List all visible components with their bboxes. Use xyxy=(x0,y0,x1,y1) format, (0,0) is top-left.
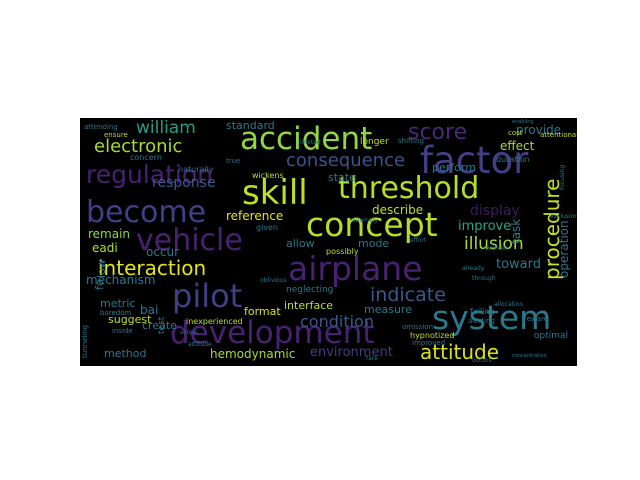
word-vehicle: vehicle xyxy=(136,223,243,258)
word-hypnotized: hypnotized xyxy=(410,331,455,340)
word-attitude: attitude xyxy=(420,340,500,364)
word-describe: describe xyxy=(372,203,424,217)
word-hemodynamic: hemodynamic xyxy=(210,347,296,361)
word-threshold: threshold xyxy=(338,171,480,206)
word-fo: fo xyxy=(93,279,106,290)
word-concern: concern xyxy=(130,153,162,162)
word-measure: measure xyxy=(364,303,412,316)
word-failing: failing xyxy=(470,307,495,316)
word-metric: metric xyxy=(100,297,136,310)
word-system: system xyxy=(432,298,552,337)
word-scope: scope xyxy=(180,329,198,336)
word-perform: perform xyxy=(432,161,476,174)
word-oblivious: oblivious xyxy=(260,277,287,284)
word-interface: interface xyxy=(284,299,334,312)
word-focusing: focusing xyxy=(559,164,566,190)
word-pilot: pilot xyxy=(172,277,243,315)
word-response: response xyxy=(152,175,216,191)
word-accident: accident xyxy=(240,121,373,157)
word-provide: provide xyxy=(516,123,562,137)
word-longer: longer xyxy=(360,137,389,147)
word-interaction: interaction xyxy=(98,256,207,280)
word-given: given xyxy=(256,223,279,232)
word-ensure: ensure xyxy=(104,131,128,139)
word-become: become xyxy=(86,195,207,230)
word-indicate: indicate xyxy=(370,284,446,306)
word-effect: effect xyxy=(500,139,535,153)
word-condition: condition xyxy=(300,312,374,331)
word-limited: limited xyxy=(300,139,321,146)
word-score: score xyxy=(408,120,468,145)
word-duration: duration xyxy=(496,155,530,164)
word-concentration: concentration xyxy=(512,353,547,359)
word-bai: bai xyxy=(140,303,159,317)
word-effort: effort xyxy=(410,237,427,244)
word-optimal: optimal xyxy=(534,331,569,341)
word-development: development xyxy=(170,315,375,351)
word-display: display xyxy=(470,203,520,219)
word-format: format xyxy=(244,305,281,318)
word-concept: concept xyxy=(306,205,438,244)
word-cost: cost xyxy=(508,129,523,137)
word-reference: reference xyxy=(226,209,284,223)
word-factor: factor xyxy=(420,139,529,182)
word-cloud: system development threshold skill conce… xyxy=(80,118,577,366)
word-environment: environment xyxy=(310,345,393,360)
word-inexperienced: inexperienced xyxy=(186,317,243,326)
word-eadi: eadi xyxy=(92,241,118,255)
word-alerting: alerting xyxy=(468,317,495,325)
word-possibly: possibly xyxy=(326,247,359,256)
word-improved: improved xyxy=(412,339,446,347)
word-enabling: enabling xyxy=(512,119,534,125)
word-inside: inside xyxy=(112,327,133,335)
word-occur: occur xyxy=(146,245,180,259)
word-skill: skill xyxy=(242,173,308,213)
word-shifting: shifting xyxy=(398,137,424,145)
word-omission: omission xyxy=(402,323,434,331)
word-low: low xyxy=(95,259,108,278)
word-airplane: airplane xyxy=(288,249,423,288)
word-wickens: wickens xyxy=(252,171,284,180)
word-attending: attending xyxy=(84,123,118,131)
word-anomaly: anomaly xyxy=(352,217,378,224)
word-task: task xyxy=(509,218,523,244)
word-improve: improve xyxy=(458,219,512,234)
word-mechanism: mechanism xyxy=(86,273,156,287)
word-allocation: allocation xyxy=(494,301,524,308)
word-through: through xyxy=(472,275,496,282)
word-already: already xyxy=(462,265,485,272)
word-allow: allow xyxy=(286,237,315,250)
word-exclusion: exclusion xyxy=(550,213,577,220)
word-electronic: electronic xyxy=(94,136,183,157)
word-regulation: regulation xyxy=(86,160,213,189)
word-consequence: consequence xyxy=(286,150,406,171)
word-method: method xyxy=(104,347,147,360)
word-true: true xyxy=(226,157,241,165)
word-william: william xyxy=(136,118,196,138)
word-toward: toward xyxy=(496,257,542,272)
word-create: create xyxy=(142,319,177,332)
word-standard: standard xyxy=(226,119,275,132)
word-remain: remain xyxy=(88,227,131,241)
word-illusion: illusion xyxy=(464,234,524,254)
word-neglecting: neglecting xyxy=(286,285,334,295)
word-occurs: occurs xyxy=(472,357,492,364)
word-test: test xyxy=(157,316,167,334)
word-operation: operation xyxy=(557,220,571,278)
word-wonder: wonder xyxy=(486,245,509,252)
word-mode: mode xyxy=(358,237,390,250)
word-attitude-small: attitude xyxy=(188,341,212,348)
word-reward: reward xyxy=(524,315,549,323)
word-boredom: boredom xyxy=(100,309,132,317)
word-suggest: suggest xyxy=(108,313,152,326)
word-state: state xyxy=(328,171,356,184)
word-attentional: attentional xyxy=(540,131,577,139)
word-fare: fare xyxy=(366,355,378,362)
word-naturally: naturally xyxy=(178,165,214,174)
word-tunneling: tunneling xyxy=(81,324,89,358)
